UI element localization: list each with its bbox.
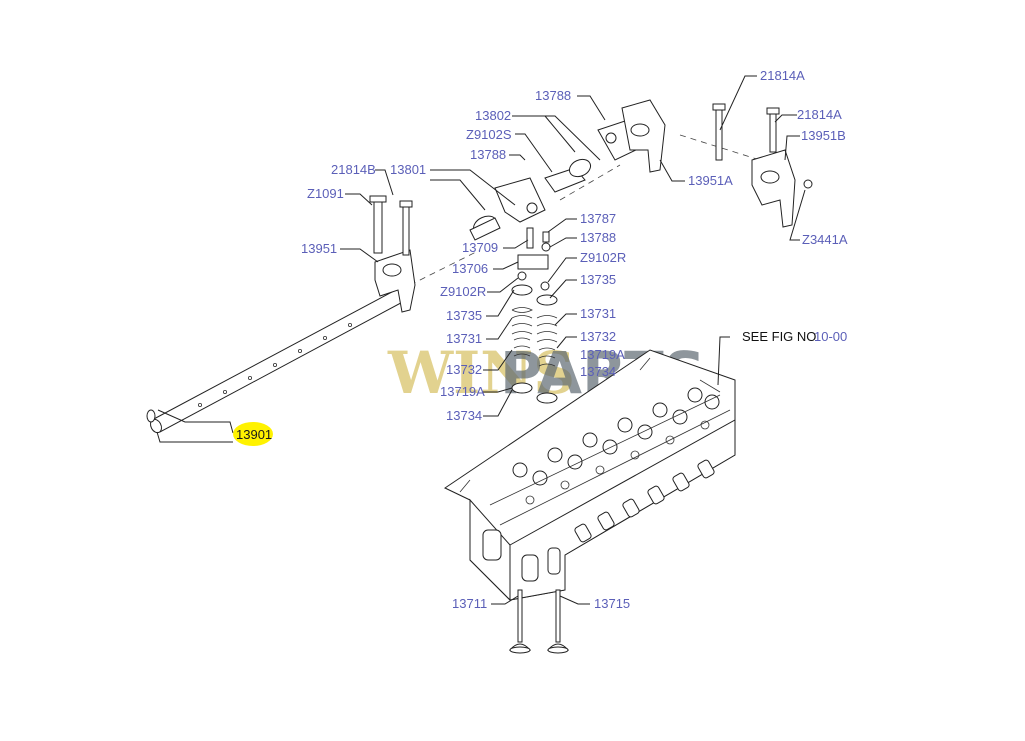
callout-13734-left[interactable]: 13734 — [446, 408, 482, 423]
callout-13951[interactable]: 13951 — [301, 241, 337, 256]
callout-13901-selected[interactable]: 13901 — [236, 427, 272, 442]
callout-13802[interactable]: 13802 — [475, 108, 511, 123]
leader-lines — [156, 75, 806, 605]
callout-13719A-right[interactable]: 13719A — [580, 347, 625, 362]
callout-13715[interactable]: 13715 — [594, 596, 630, 611]
rocker-shaft — [146, 284, 413, 434]
callout-21814A-right[interactable]: 21814A — [797, 107, 842, 122]
callout-13951B[interactable]: 13951B — [801, 128, 846, 143]
callout-13711[interactable]: 13711 — [452, 596, 487, 611]
callout-labels: 21814A 13788 21814A 13802 13951B Z9102S … — [236, 68, 848, 611]
see-fig-number[interactable]: 10-00 — [814, 329, 847, 344]
callout-Z9102R-right[interactable]: Z9102R — [580, 250, 626, 265]
callout-13732-left[interactable]: 13732 — [446, 362, 482, 377]
callout-21814B[interactable]: 21814B — [331, 162, 376, 177]
callout-13735-right[interactable]: 13735 — [580, 272, 616, 287]
callout-13734-right[interactable]: 13734 — [580, 364, 616, 379]
callout-13706[interactable]: 13706 — [452, 261, 488, 276]
callout-13719A-left[interactable]: 13719A — [440, 384, 485, 399]
callout-Z9102R-left[interactable]: Z9102R — [440, 284, 486, 299]
callout-Z9102S[interactable]: Z9102S — [466, 127, 512, 142]
callout-Z1091[interactable]: Z1091 — [307, 186, 344, 201]
valves — [508, 589, 570, 654]
callout-13788-low[interactable]: 13788 — [580, 230, 616, 245]
selected-part-highlight — [233, 422, 273, 446]
callout-13735-left[interactable]: 13735 — [446, 308, 482, 323]
callout-13732-right[interactable]: 13732 — [580, 329, 616, 344]
callout-13788-mid[interactable]: 13788 — [470, 147, 506, 162]
callout-13731-right[interactable]: 13731 — [580, 306, 616, 321]
callout-13801[interactable]: 13801 — [390, 162, 426, 177]
rocker-arm-left — [469, 177, 546, 249]
callout-13731-left[interactable]: 13731 — [446, 331, 482, 346]
rocker-arm-right — [544, 99, 726, 193]
callout-21814A-top[interactable]: 21814A — [760, 68, 805, 83]
callout-Z3441A[interactable]: Z3441A — [802, 232, 848, 247]
callout-13788-top[interactable]: 13788 — [535, 88, 571, 103]
rocker-support-13951 — [369, 195, 416, 313]
callout-13709[interactable]: 13709 — [462, 240, 498, 255]
rocker-support-13951B — [751, 107, 813, 228]
cylinder-head — [443, 349, 736, 602]
callout-13951A[interactable]: 13951A — [688, 173, 733, 188]
callout-13787[interactable]: 13787 — [580, 211, 616, 226]
see-fig-prefix: SEE FIG NO — [742, 329, 816, 344]
